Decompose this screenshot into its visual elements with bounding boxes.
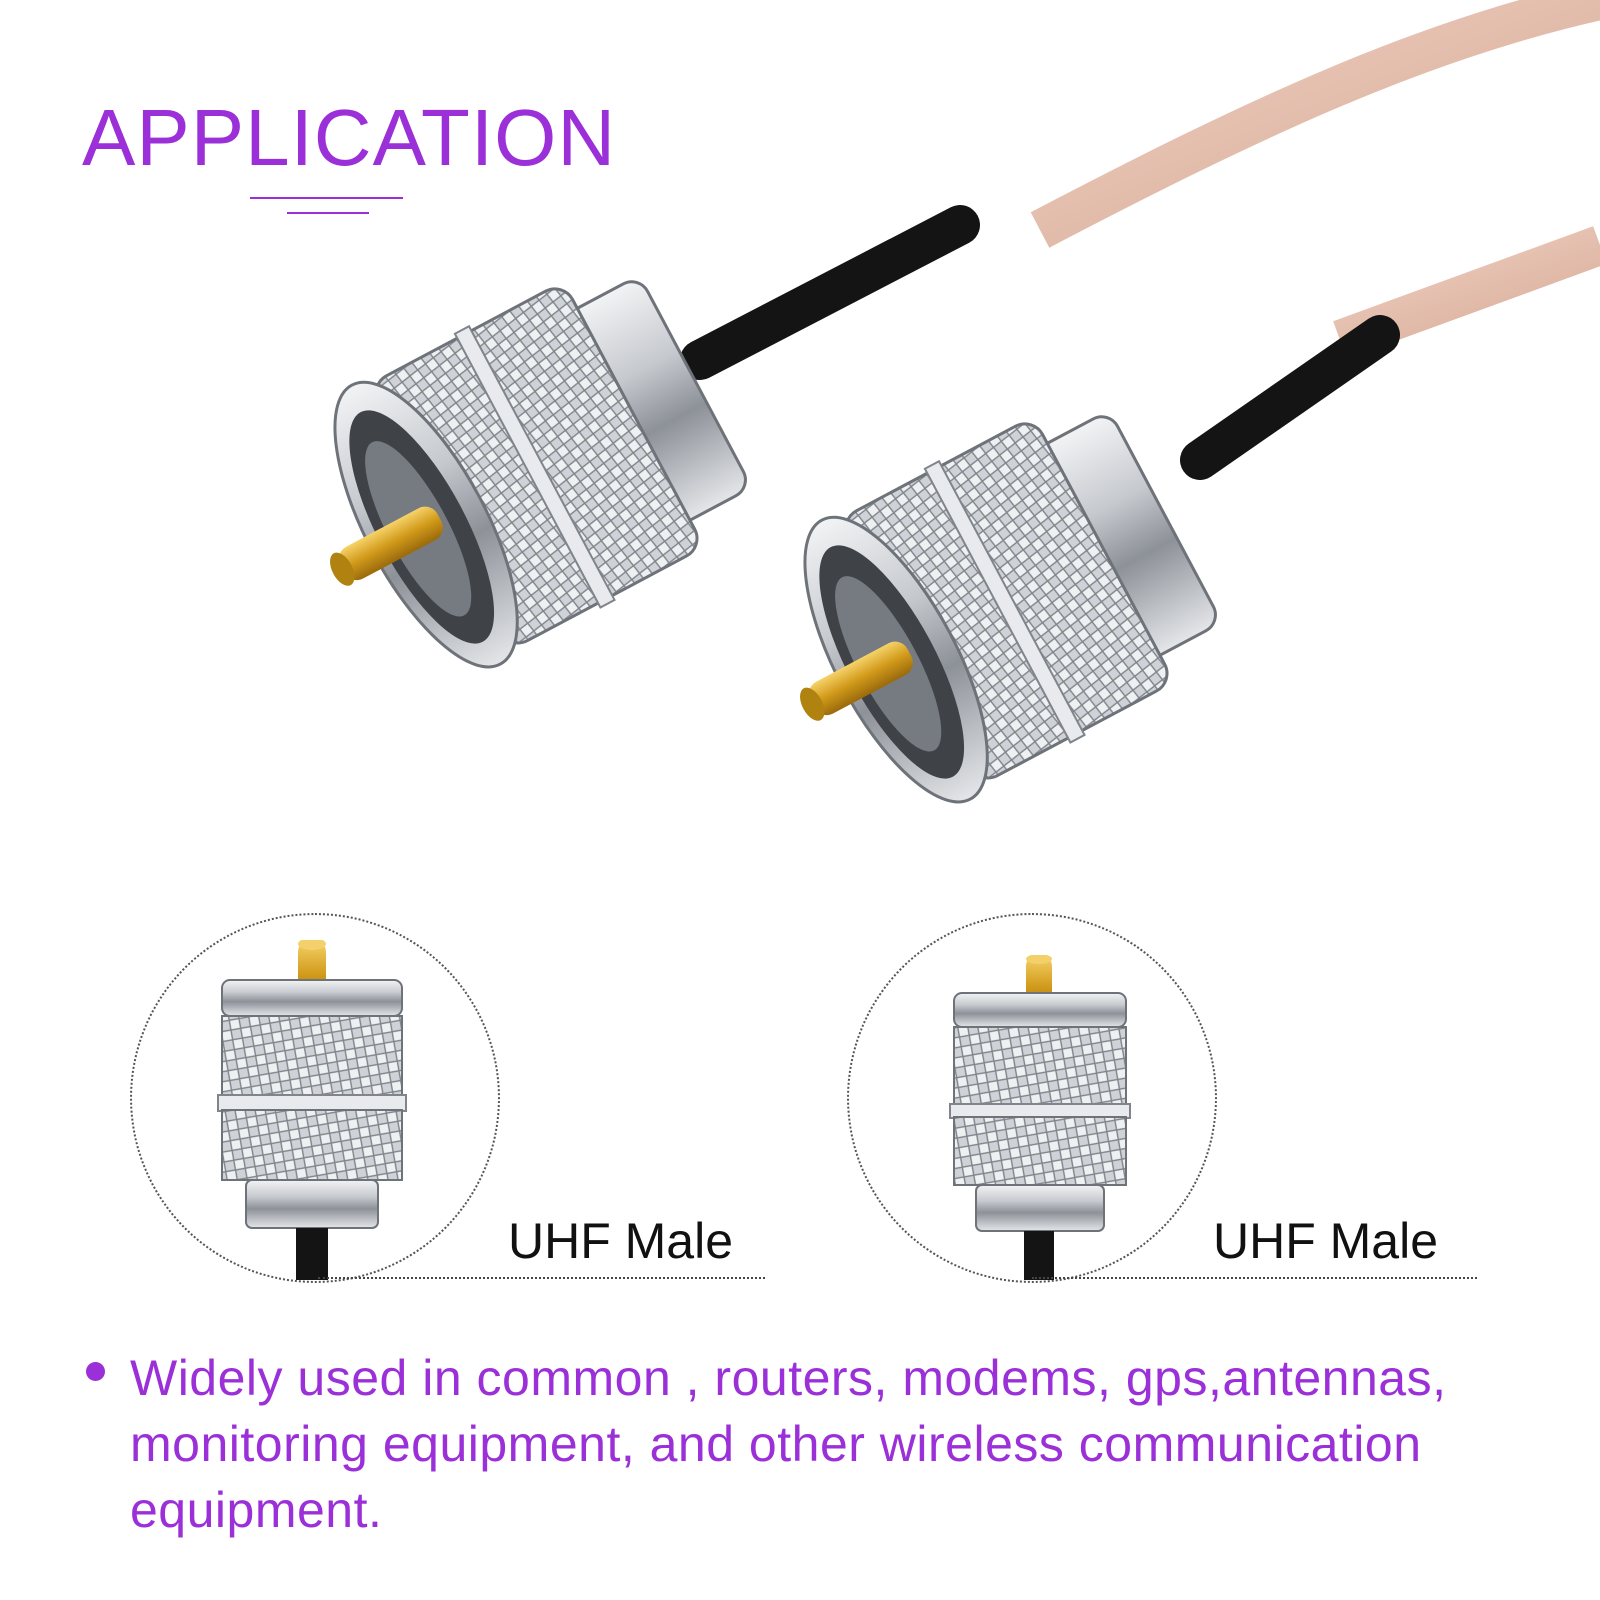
title-underline-short xyxy=(287,212,369,214)
uhf-male-connector-left xyxy=(217,940,407,1280)
title-underline xyxy=(250,197,403,199)
uhf-male-connector-right xyxy=(949,955,1131,1280)
detail-circle-left xyxy=(130,913,500,1283)
detail-label-left: UHF Male xyxy=(508,1213,734,1269)
product-photo xyxy=(330,0,1600,804)
bullet-icon xyxy=(86,1362,105,1381)
application-description: Widely used in common , routers, modems,… xyxy=(130,1350,1447,1538)
page-title: APPLICATION xyxy=(82,93,617,182)
detail-underline-left xyxy=(318,1277,765,1279)
detail-circle-right xyxy=(847,913,1217,1283)
detail-label-right: UHF Male xyxy=(1213,1213,1439,1269)
detail-underline-right xyxy=(1032,1277,1477,1279)
